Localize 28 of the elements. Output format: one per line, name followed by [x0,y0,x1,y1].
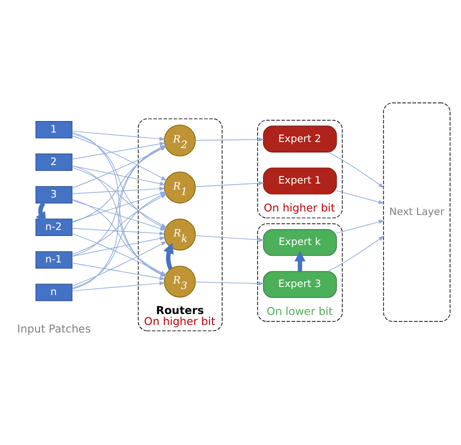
node-box: n-1 [36,250,72,268]
arrow [72,130,166,140]
node-box: 3 [36,186,72,203]
arrow [294,250,306,271]
node-box: 2 [36,153,72,170]
arrow [163,242,174,270]
arrow [336,190,384,204]
arrow [72,228,166,235]
arrow [195,280,264,286]
node-box: Expert k [263,228,337,256]
arrow [36,202,46,222]
label: Input Patches [17,322,91,336]
arrow [195,137,264,142]
node-box: n [36,283,72,301]
node-box: n-2 [36,218,72,236]
node-box: Expert 2 [263,125,337,152]
arrow [336,220,384,233]
node-box: Next Layer [383,102,450,322]
arrow [328,235,384,272]
arrow [328,151,384,188]
arrow [72,164,166,186]
arrow [195,234,264,242]
arrow [195,180,264,187]
arrow [72,280,166,291]
arrow [72,236,166,256]
node-box: 1 [36,120,72,138]
node-box: Expert 1 [263,167,337,194]
node-box: Expert 3 [263,270,337,298]
